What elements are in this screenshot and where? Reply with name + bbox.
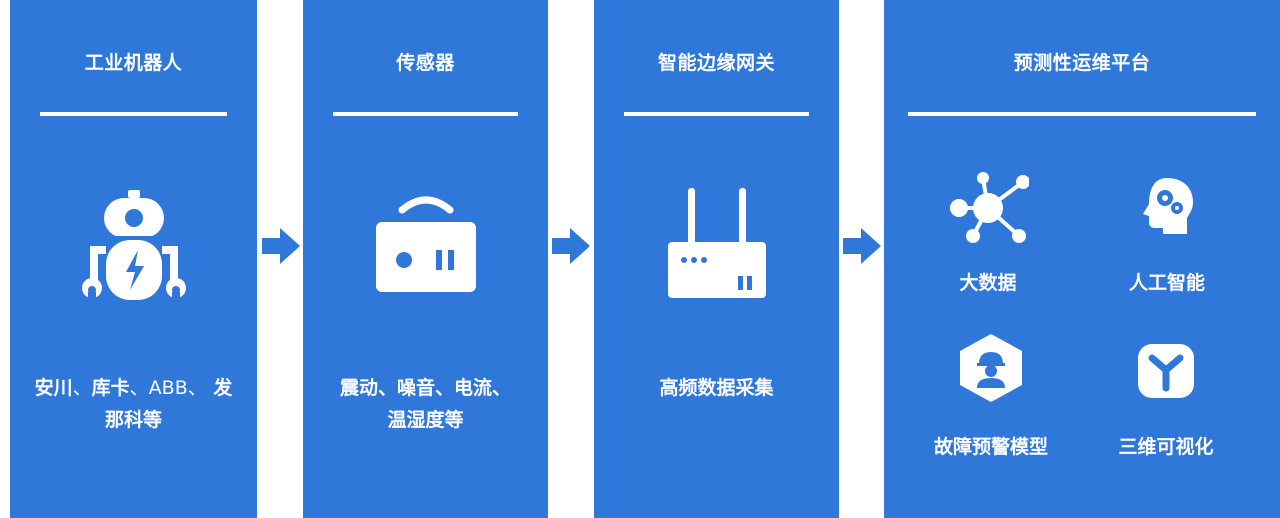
panel-title: 工业机器人 xyxy=(84,52,183,74)
divider xyxy=(908,112,1256,116)
sensor-icon xyxy=(374,192,478,294)
panel-edge-gateway: 智能边缘网关 高频数据采集 xyxy=(594,0,839,518)
panel-industrial-robot: 工业机器人 安川、库卡、A xyxy=(10,0,257,518)
cube-3d-icon xyxy=(1138,344,1194,398)
arrow-right-icon xyxy=(552,228,590,264)
robot-icon xyxy=(78,190,190,308)
feature-label-ai: 人工智能 xyxy=(1128,272,1205,294)
gateway-icon xyxy=(668,188,766,300)
panel-title: 预测性运维平台 xyxy=(1013,52,1151,74)
arrow-right-icon xyxy=(262,228,300,264)
divider xyxy=(40,112,227,116)
panel-sensor: 传感器 震动、噪音、电流、 温湿度等 xyxy=(303,0,548,518)
divider xyxy=(624,112,809,116)
brain-gears-icon xyxy=(1139,176,1195,236)
panel-description: 高频数据采集 xyxy=(659,377,774,399)
panel-description: 震动、噪音、电流、 温湿度等 xyxy=(339,377,511,431)
feature-label-fault-warning: 故障预警模型 xyxy=(933,436,1048,458)
feature-label-big-data: 大数据 xyxy=(959,272,1017,294)
panel-description: 安川、库卡、ABB、 发 那科等 xyxy=(34,377,233,431)
divider xyxy=(333,112,518,116)
worker-hexagon-icon xyxy=(960,334,1022,402)
feature-label-3d-visualization: 三维可视化 xyxy=(1118,436,1214,458)
network-nodes-icon xyxy=(947,172,1029,244)
panel-title: 传感器 xyxy=(396,52,455,74)
arrow-right-icon xyxy=(843,228,881,264)
panel-title: 智能边缘网关 xyxy=(657,52,775,74)
panel-predictive-platform: 预测性运维平台 大数据 人工智能 xyxy=(884,0,1280,518)
